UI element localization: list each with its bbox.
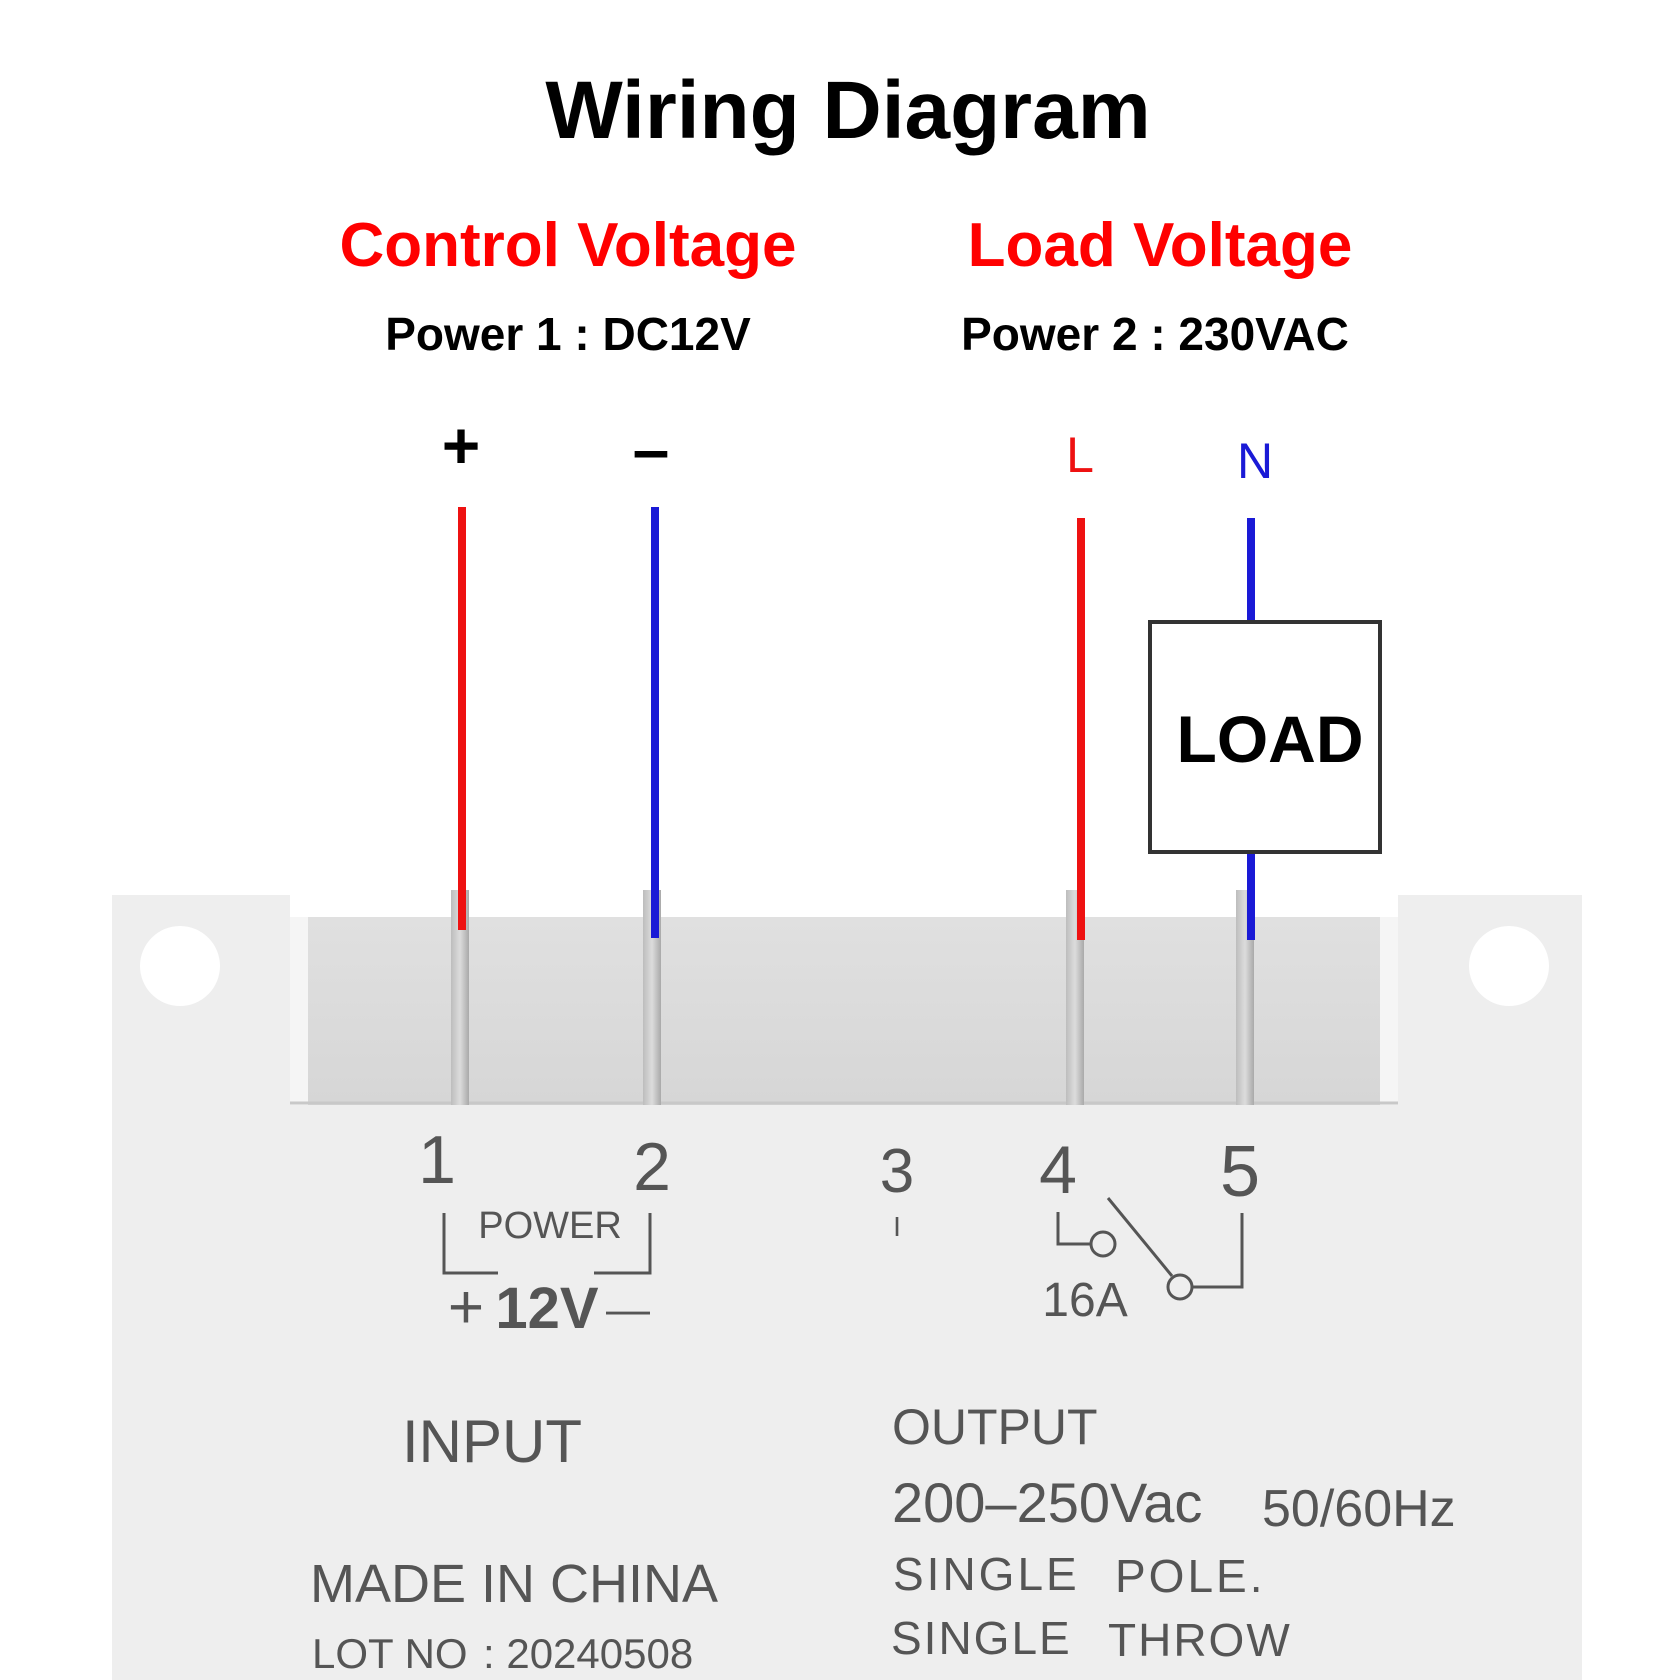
single-pole-1: SINGLE <box>893 1548 1080 1600</box>
load-box-label: LOAD <box>1177 702 1364 776</box>
input-label: INPUT <box>402 1408 582 1475</box>
plus-label: + <box>442 408 481 482</box>
made-in-label: MADE IN CHINA <box>310 1554 718 1614</box>
load-voltage-heading: Load Voltage <box>968 211 1353 280</box>
mounting-hole-left <box>140 926 220 1006</box>
lot-number-label: LOT NO <box>312 1630 468 1677</box>
output-label: OUTPUT <box>892 1399 1098 1455</box>
terminal-number-1: 1 <box>418 1122 456 1198</box>
single-throw-1: SINGLE <box>891 1612 1072 1664</box>
terminal-3-mark: I <box>893 1211 901 1242</box>
terminal-pin-4 <box>1066 890 1084 1105</box>
current-rating: 16A <box>1042 1274 1127 1327</box>
minus-label: – <box>633 412 670 486</box>
terminal-pin-5 <box>1236 890 1254 1105</box>
terminal-number-4: 4 <box>1039 1132 1077 1208</box>
control-power-label: Power 1 : DC12V <box>385 308 751 360</box>
output-frequency: 50/60Hz <box>1262 1480 1456 1538</box>
minus-sign: — <box>606 1285 650 1334</box>
terminal-pin-1 <box>451 890 469 1105</box>
load-box <box>1148 620 1382 854</box>
terminal-number-2: 2 <box>633 1129 671 1205</box>
terminal-pin-2 <box>643 890 661 1105</box>
load-power-label: Power 2 : 230VAC <box>961 308 1349 360</box>
relay-housing <box>112 895 1582 1680</box>
plus-sign: + <box>448 1273 484 1342</box>
power-bracket <box>442 1213 652 1275</box>
output-voltage: 200–250Vac <box>892 1471 1202 1534</box>
lot-number-value: : 20240508 <box>483 1630 693 1677</box>
voltage-12v: 12V <box>495 1276 599 1341</box>
mounting-hole-right <box>1469 926 1549 1006</box>
power-label: POWER <box>478 1205 622 1247</box>
terminal-number-5: 5 <box>1220 1132 1260 1212</box>
terminal-number-3: 3 <box>880 1137 914 1206</box>
single-throw-2: THROW <box>1108 1614 1292 1666</box>
control-voltage-heading: Control Voltage <box>340 211 797 280</box>
neutral-label: N <box>1237 433 1273 489</box>
relay-switch-symbol <box>1056 1197 1244 1301</box>
single-pole-2: POLE. <box>1115 1550 1266 1602</box>
diagram-title: Wiring Diagram <box>545 65 1150 156</box>
line-label: L <box>1066 427 1094 483</box>
